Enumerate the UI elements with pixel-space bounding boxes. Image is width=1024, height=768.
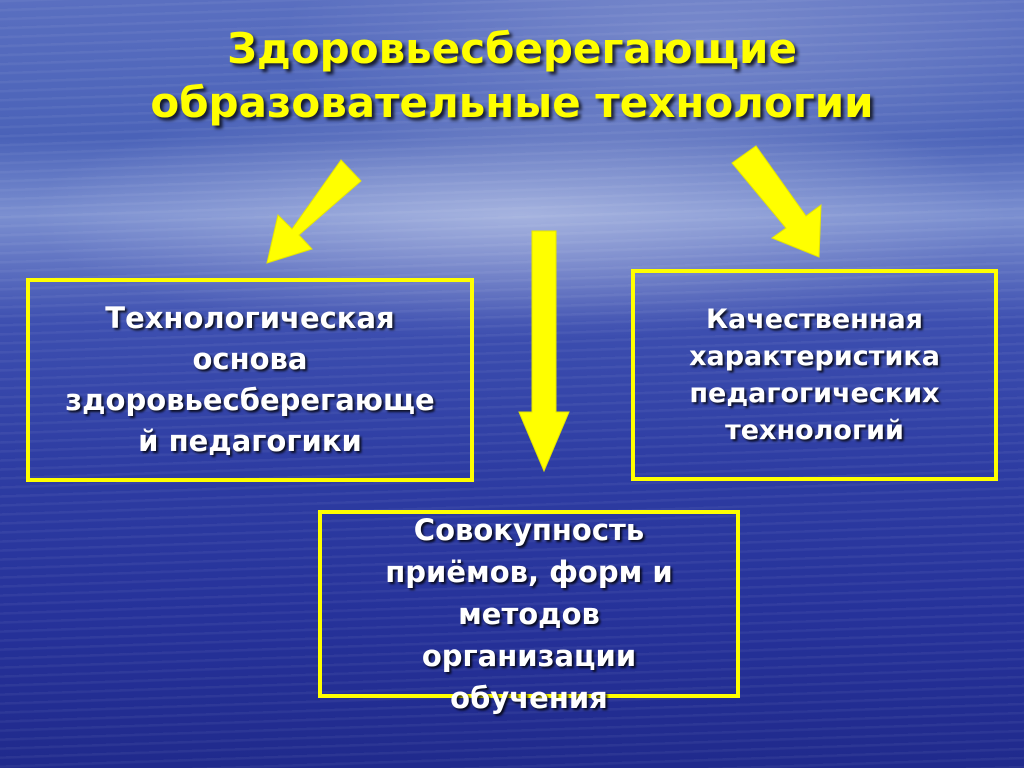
box-left-line-2: основа (192, 342, 308, 376)
box-right-line-4: технологий (725, 415, 904, 446)
box-left-line-3: здоровьесберегающе (65, 383, 435, 417)
box-bottom-line-3: методов (458, 597, 600, 631)
box-bottom-line-5: обучения (450, 681, 608, 715)
box-set-of-methods: Совокупность приёмов, форм и методов орг… (318, 510, 740, 715)
arrow-down-right-icon (731, 145, 822, 258)
box-left-line-4: й педагогики (138, 424, 362, 458)
box-technological-basis: Технологическая основа здоровьесберегающ… (26, 278, 474, 482)
box-quality-characteristic: Качественная характеристика педагогическ… (631, 269, 998, 481)
box-bottom-line-1: Совокупность (413, 513, 645, 547)
page-title: Здоровьесберегающие образовательные техн… (60, 22, 964, 130)
arrow-down-left-icon (266, 159, 362, 264)
title-line-1: Здоровьесберегающие (227, 24, 797, 73)
box-bottom-line-4: организации (421, 639, 637, 673)
title-line-2: образовательные технологии (150, 78, 874, 127)
box-right-line-3: педагогических (689, 378, 940, 409)
arrow-down-center-icon (518, 230, 570, 473)
box-left-line-1: Технологическая (105, 301, 395, 335)
box-bottom-line-2: приёмов, форм и (385, 555, 673, 589)
box-right-line-2: характеристика (689, 341, 940, 372)
box-right-line-1: Качественная (705, 304, 924, 335)
